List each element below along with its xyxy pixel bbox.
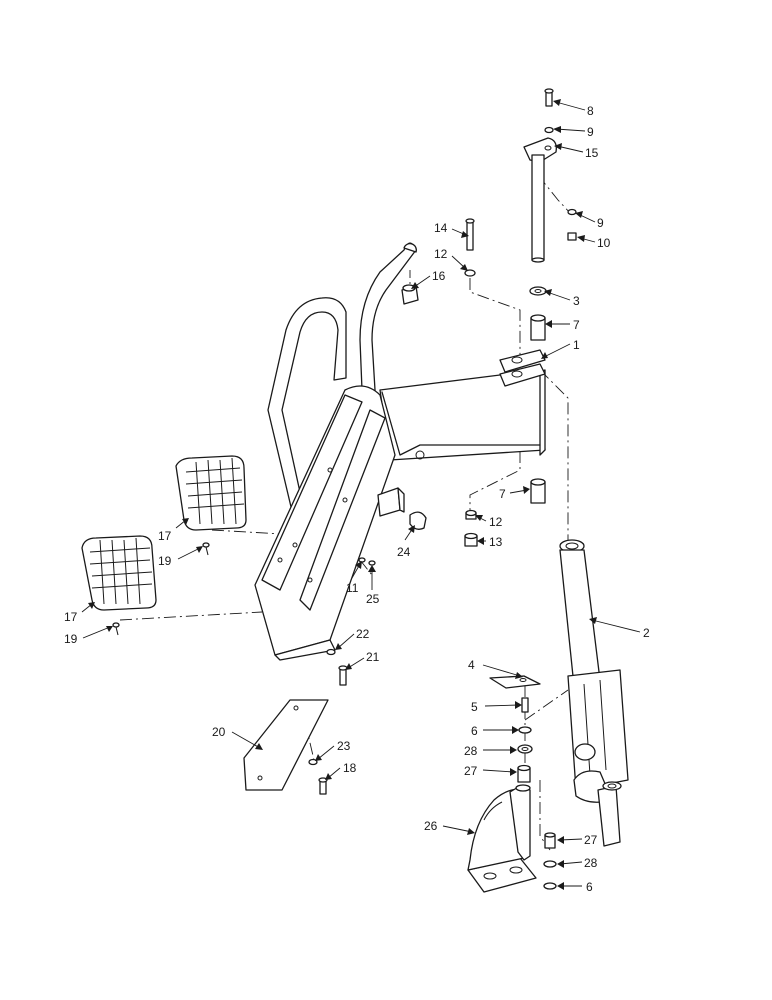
callout-3: 3 <box>573 294 580 308</box>
callout-6: 6 <box>471 724 478 738</box>
callout-9: 9 <box>587 125 594 139</box>
callout-11: 11 <box>346 581 359 595</box>
pivot-pin-stack <box>523 88 577 504</box>
callout-16: 16 <box>432 269 446 283</box>
mount-bracket <box>467 784 537 893</box>
callout-6: 6 <box>586 880 593 894</box>
callout-25: 25 <box>366 592 380 606</box>
callout-14: 14 <box>434 221 448 235</box>
callout-27: 27 <box>464 764 478 778</box>
callout-17: 17 <box>158 529 172 543</box>
callout-15: 15 <box>585 146 599 160</box>
callout-27: 27 <box>584 833 598 847</box>
callout-12: 12 <box>434 247 448 261</box>
callout-17: 17 <box>64 610 78 624</box>
callout-24: 24 <box>397 545 411 559</box>
callout-7: 7 <box>573 318 580 332</box>
step-frame-assembly <box>254 349 546 661</box>
step-grate-lower <box>81 535 157 611</box>
callout-23: 23 <box>337 739 351 753</box>
callout-18: 18 <box>343 761 357 775</box>
callout-8: 8 <box>587 104 594 118</box>
callout-26: 26 <box>424 819 438 833</box>
callout-19: 19 <box>64 632 78 646</box>
lower-pivot-hardware <box>489 675 557 890</box>
callout-19: 19 <box>158 554 172 568</box>
leaders <box>81 99 641 890</box>
callout-2: 2 <box>643 626 650 640</box>
callout-22: 22 <box>356 627 370 641</box>
callout-7: 7 <box>499 487 506 501</box>
callout-10: 10 <box>597 236 611 250</box>
callout-13: 13 <box>489 535 503 549</box>
callout-20: 20 <box>212 725 226 739</box>
callout-labels: 8 9 15 9 10 14 12 16 3 7 1 7 12 13 24 11… <box>64 104 650 894</box>
callout-21: 21 <box>366 650 380 664</box>
grate-hardware <box>112 542 376 686</box>
callout-9: 9 <box>597 216 604 230</box>
swing-arm <box>559 539 629 847</box>
callout-5: 5 <box>471 700 478 714</box>
callout-28: 28 <box>584 856 598 870</box>
callout-1: 1 <box>573 338 580 352</box>
step-grate-upper <box>175 455 247 531</box>
kick-plate <box>243 699 329 795</box>
callout-28: 28 <box>464 744 478 758</box>
callout-4: 4 <box>468 658 475 672</box>
upper-bolt-set <box>401 218 478 547</box>
callout-12: 12 <box>489 515 503 529</box>
